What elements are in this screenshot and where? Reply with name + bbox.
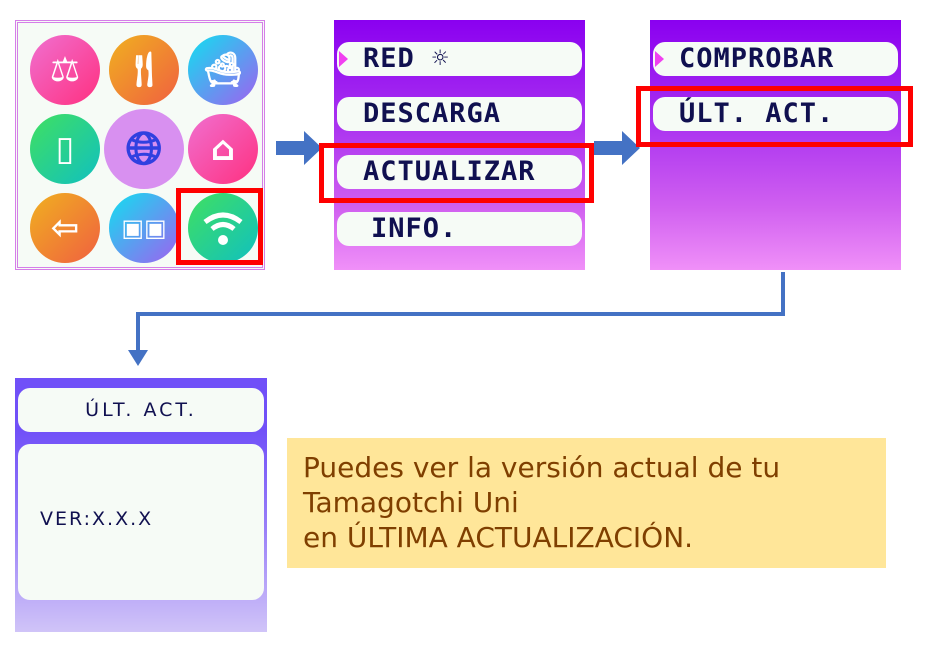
menu-item-red[interactable]: RED ☼	[337, 42, 582, 76]
scale-icon[interactable]: ⚖	[30, 35, 100, 105]
cursor-icon	[655, 51, 664, 67]
version-body: VER:X.X.X	[18, 444, 264, 600]
menu-item-actualizar[interactable]: ACTUALIZAR	[337, 155, 582, 189]
menu-item-comprobar[interactable]: COMPROBAR	[653, 42, 898, 76]
version-screen: ÚLT. ACT. VER:X.X.X	[15, 378, 267, 632]
note-line: Tamagotchi Uni	[303, 486, 519, 519]
menu-item-ult-act[interactable]: ÚLT. ACT.	[653, 97, 898, 131]
gift-house-icon[interactable]: ⌂	[188, 114, 258, 184]
globe-icon[interactable]: 🌐︎	[104, 109, 184, 189]
wifi-icon[interactable]	[188, 193, 258, 263]
phone-icon[interactable]: ▯	[30, 114, 100, 184]
menu-item-descarga[interactable]: DESCARGA	[337, 97, 582, 131]
connect-devices-icon[interactable]: ▣▣	[109, 193, 179, 263]
main-menu-grid: ⚖ 🍴︎ 🛁︎ ▯ 🌐︎ ⌂ ⇦ ▣▣	[15, 20, 265, 270]
arrow-right-icon	[276, 131, 322, 165]
menu-item-info[interactable]: INFO.	[337, 212, 582, 246]
version-title: ÚLT. ACT.	[18, 388, 264, 432]
highlight-wifi	[176, 188, 263, 265]
cursor-icon	[339, 51, 348, 67]
version-text: VER:X.X.X	[40, 508, 154, 530]
exit-door-icon[interactable]: ⇦	[30, 193, 100, 263]
bath-icon[interactable]: 🛁︎	[188, 35, 258, 105]
food-icon[interactable]: 🍴︎	[109, 35, 179, 105]
connector-arrow	[128, 272, 785, 366]
info-note: Puedes ver la versión actual de tu Tamag…	[287, 438, 886, 568]
note-line: en ÚLTIMA ACTUALIZACIÓN.	[303, 521, 694, 554]
note-line: Puedes ver la versión actual de tu	[303, 451, 781, 484]
arrow-right-icon	[594, 131, 640, 165]
highlight-actualizar	[319, 143, 594, 203]
highlight-ult-act	[636, 86, 913, 147]
